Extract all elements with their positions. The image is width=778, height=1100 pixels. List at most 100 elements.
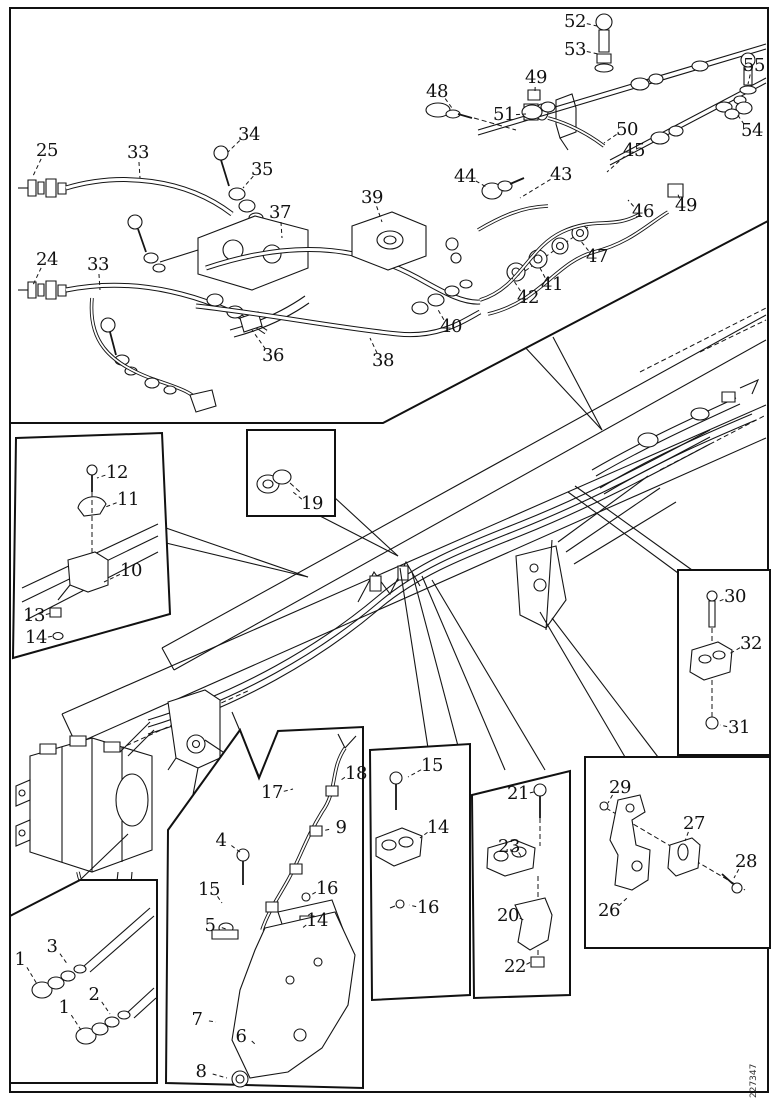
callout-32: 32 (740, 633, 762, 654)
inset-clamp-c (370, 744, 470, 1000)
callout-leader-29 (607, 794, 613, 804)
chassis-artwork (16, 308, 766, 948)
callout-44: 44 (454, 166, 476, 187)
inset-clamp-d (472, 771, 570, 998)
callout-leader-1 (70, 1014, 82, 1031)
callout-49: 49 (525, 67, 547, 88)
callout-54: 54 (741, 120, 763, 141)
callout-leader-21 (529, 791, 535, 794)
callout-leader-13 (45, 612, 53, 616)
callout-leader-27 (684, 831, 689, 842)
callout-leader-55 (747, 74, 751, 85)
callout-33: 33 (127, 142, 149, 163)
callout-leader-17 (283, 788, 294, 792)
callout-16: 16 (316, 878, 338, 899)
callout-leader-37 (280, 221, 283, 239)
callout-leader-31 (719, 724, 728, 728)
callout-22: 22 (504, 956, 526, 977)
callout-15: 15 (198, 879, 220, 900)
inset-bracket-e (585, 757, 770, 948)
callout-34: 34 (238, 124, 260, 145)
callout-40: 40 (440, 316, 462, 337)
callout-43: 43 (550, 164, 572, 185)
callout-leader-40 (436, 307, 445, 321)
callout-1: 1 (58, 997, 70, 1018)
callout-14: 14 (427, 817, 449, 838)
callout-leader-33 (98, 273, 101, 291)
callout-27: 27 (683, 813, 705, 834)
callout-leader-15 (217, 896, 223, 904)
callout-33: 33 (87, 254, 109, 275)
callout-46: 46 (632, 201, 654, 222)
callout-9: 9 (335, 817, 347, 838)
callout-leader-14 (47, 635, 55, 638)
callout-leader-4 (231, 845, 241, 853)
inset-hose-ends (10, 880, 157, 1083)
callout-leader-39 (376, 206, 383, 223)
callout-52: 52 (564, 11, 586, 32)
callout-55: 55 (743, 55, 765, 76)
callout-45: 45 (623, 140, 645, 161)
callout-leader-34 (227, 140, 241, 153)
callout-14: 14 (25, 627, 47, 648)
callout-leader-48 (444, 98, 453, 109)
callout-leader-41 (539, 267, 546, 278)
callout-leader-43 (519, 178, 551, 199)
callout-leader-9 (321, 828, 330, 832)
callout-leader-14 (419, 831, 428, 839)
callout-leader-12 (96, 474, 106, 479)
callout-15: 15 (421, 755, 443, 776)
callout-20: 20 (497, 905, 519, 926)
callout-16: 16 (417, 897, 439, 918)
callout-36: 36 (262, 345, 284, 366)
callout-leader-7 (208, 1020, 217, 1023)
callout-leader-18 (340, 776, 346, 781)
callout-50: 50 (616, 119, 638, 140)
callout-leader-35 (242, 175, 254, 189)
callout-3: 3 (46, 936, 58, 957)
callout-19: 19 (301, 493, 323, 514)
callout-4: 4 (215, 830, 227, 851)
callout-leader-14 (300, 924, 307, 930)
callout-leader-50 (603, 134, 617, 144)
callout-29: 29 (609, 777, 631, 798)
inset-pipe-clamp-right (678, 570, 770, 755)
callout-23: 23 (498, 836, 520, 857)
callout-28: 28 (735, 851, 757, 872)
callout-leader-19 (292, 491, 303, 500)
inset-bracket-and-hose (166, 727, 363, 1088)
callout-13: 13 (23, 605, 45, 626)
callout-leader-23 (518, 852, 522, 857)
callout-10: 10 (120, 560, 142, 581)
callout-leader-5 (221, 927, 227, 930)
callout-leader-49 (676, 191, 680, 199)
callout-53: 53 (564, 39, 586, 60)
callout-51: 51 (493, 104, 515, 125)
callout-35: 35 (251, 159, 273, 180)
callout-leader-32 (728, 647, 741, 655)
callout-leader-15 (407, 769, 422, 778)
callout-38: 38 (372, 350, 394, 371)
callout-leader-25 (32, 158, 42, 177)
inset-rail-clamp-left (13, 433, 170, 658)
callout-leader-53 (586, 51, 599, 55)
callout-18: 18 (345, 763, 367, 784)
callout-11: 11 (117, 489, 139, 510)
callout-8: 8 (195, 1061, 207, 1082)
callout-leader-16 (310, 891, 317, 896)
callout-42: 42 (517, 287, 539, 308)
callout-49: 49 (675, 195, 697, 216)
callout-leader-22 (526, 961, 532, 965)
callout-leader-54 (736, 113, 745, 125)
callout-leader-52 (586, 23, 598, 27)
callout-leader-42 (511, 277, 521, 292)
callout-12: 12 (106, 462, 128, 483)
callout-24: 24 (36, 249, 58, 270)
callout-leader-16 (408, 904, 417, 908)
callout-leader-10 (103, 573, 121, 583)
inset-connector (247, 430, 335, 516)
callout-leader-47 (579, 239, 589, 251)
callout-7: 7 (191, 1009, 203, 1030)
callout-leader-24 (32, 267, 42, 286)
